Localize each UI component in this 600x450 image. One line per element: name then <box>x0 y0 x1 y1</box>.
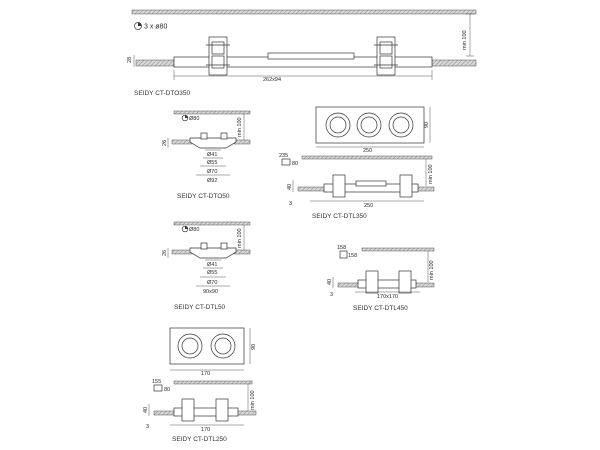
dtl50-dim-3: Ø70 <box>207 280 217 286</box>
spot-module-left <box>206 36 230 76</box>
dtl350-drawing: 90 250 235 80 min 100 40 3 250 SEIDY CT-… <box>279 106 435 220</box>
dtl250-cutout-icon: 155 80 <box>152 379 170 393</box>
dtl50-depth-label: min 100 <box>237 228 243 248</box>
dtl350-side-h2: 3 <box>289 201 292 207</box>
dto50-depth-label: min 100 <box>237 117 243 137</box>
dtl350-top-height: 90 <box>424 122 430 128</box>
dto50-dim-3: Ø70 <box>207 169 217 175</box>
dtl350-depth-label: min 100 <box>428 164 434 184</box>
dtl250-bottom-width: 170 <box>201 427 210 433</box>
dtl450-cut-w: 158 <box>337 245 346 251</box>
main-drawing: 3 x ø80 min 100 28 <box>127 9 477 97</box>
spot-module-right <box>374 36 398 76</box>
ceiling-top-hatch <box>131 9 477 15</box>
dtl350-title: SEIDY CT-DTL350 <box>312 213 367 220</box>
hole-icon <box>134 22 142 30</box>
dto50-drawing: Ø80 min 100 26 Ø41 Ø55 Ø70 Ø92 SEIDY CT-… <box>162 110 251 200</box>
cutout-label: 262x94 <box>263 77 281 83</box>
dtl250-top-width: 170 <box>201 371 210 377</box>
holes-label: 3 x ø80 <box>144 24 167 31</box>
dtl350-cut-w: 235 <box>279 153 288 159</box>
dto50-dim-2: Ø55 <box>207 160 217 166</box>
dto50-dim-4: Ø92 <box>207 178 217 184</box>
depth-label: min 100 <box>462 30 468 50</box>
dtl350-top-width: 250 <box>363 148 372 154</box>
dtl250-side-h2: 3 <box>146 424 149 430</box>
dtl50-height-label: 26 <box>162 250 168 256</box>
dto50-hole-label: Ø80 <box>189 116 199 122</box>
dtl450-drawing: 158 158 min 100 40 3 170x170 SEIDY CT-DT… <box>327 245 435 312</box>
dtl250-title: SEIDY CT-DTL250 <box>172 436 227 443</box>
dtl250-side-h1: 40 <box>143 407 149 413</box>
dtl450-bottom-width: 170x170 <box>377 294 398 300</box>
dtl50-dim-2: Ø55 <box>207 270 217 276</box>
dtl50-dim-1: Ø41 <box>207 262 217 268</box>
dtl350-side-h1: 40 <box>287 184 293 190</box>
hole-icon <box>181 114 189 122</box>
dtl250-cut-w: 155 <box>152 379 161 385</box>
dtl250-top-view <box>169 327 245 365</box>
dtl250-lamp-rings <box>177 333 236 359</box>
ceiling-board-left <box>135 59 175 67</box>
dtl350-cut-h: 80 <box>292 161 298 167</box>
dtl450-title: SEIDY CT-DTL450 <box>353 305 408 312</box>
dtl350-bottom-width: 250 <box>364 203 373 209</box>
hole-icon <box>181 225 189 233</box>
thickness-label: 28 <box>127 57 133 63</box>
dto50-height-label: 26 <box>162 140 168 146</box>
dtl450-depth-label: min 100 <box>429 260 435 280</box>
dtl50-diameter-dims: Ø41 Ø55 Ø70 90x90 <box>196 259 230 295</box>
dtl50-drawing: Ø80 min 100 26 Ø41 Ø55 Ø70 90x90 SEIDY C… <box>162 221 251 311</box>
dtl50-dim-4: 90x90 <box>203 289 218 295</box>
dtl450-side-h2: 3 <box>330 292 333 298</box>
dtl250-depth-label: min 100 <box>250 390 256 410</box>
dtl350-lamp-rings <box>325 112 414 138</box>
dtl250-cut-h: 80 <box>164 387 170 393</box>
dtl50-hole-label: Ø80 <box>189 227 199 233</box>
dtl250-drawing: 90 170 155 80 min 100 40 3 170 SEIDY CT-… <box>143 327 257 443</box>
dto50-diameter-dims: Ø41 Ø55 Ø70 Ø92 <box>196 149 230 184</box>
dtl450-side-h1: 40 <box>327 279 333 285</box>
dtl350-top-view <box>315 106 425 144</box>
ceiling-board-right <box>431 59 477 67</box>
dtl50-title: SEIDY CT-DTL50 <box>174 304 226 311</box>
dto50-dim-1: Ø41 <box>207 152 217 158</box>
dtl250-top-height: 90 <box>251 344 257 350</box>
dtl450-cut-h: 158 <box>348 253 357 259</box>
dtl450-cutout-icon: 158 158 <box>337 245 357 259</box>
main-title: SEIDY CT-DTO350 <box>134 90 190 97</box>
dto50-title: SEIDY CT-DTO50 <box>177 193 230 200</box>
dtl350-cutout-icon: 235 80 <box>279 153 298 167</box>
